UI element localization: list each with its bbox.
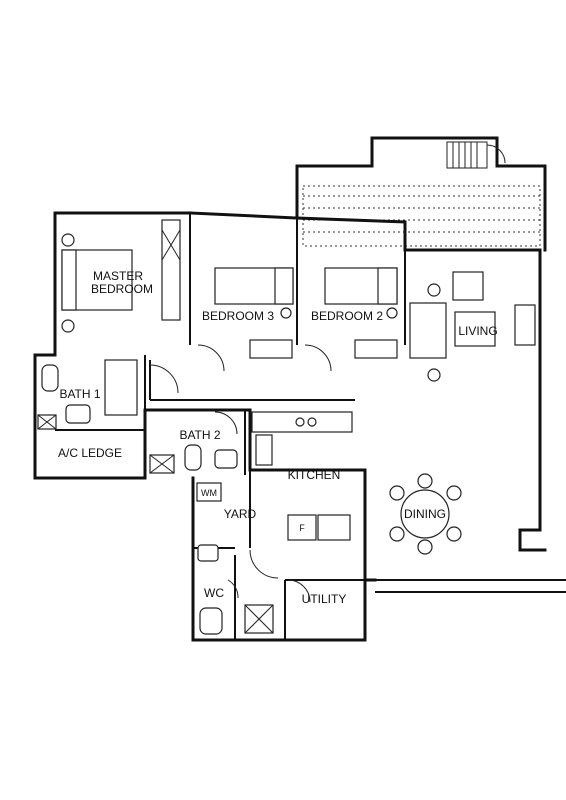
stair-icon — [446, 141, 506, 169]
room-label-yard: YARD — [224, 507, 257, 521]
coffee-table — [454, 311, 496, 347]
room-label-utility: UTILITY — [302, 592, 347, 606]
wc: WC — [197, 544, 274, 635]
balcony — [295, 136, 547, 252]
armchair — [452, 271, 484, 301]
wardrobe-3 — [249, 339, 293, 359]
room-label-dining: DINING — [404, 507, 446, 521]
bathtub — [104, 359, 138, 416]
dining-chair — [417, 539, 433, 555]
lamp-icon — [280, 307, 292, 319]
room-label-living: LIVING — [458, 324, 497, 338]
washing-machine — [196, 482, 222, 502]
dining-chair — [446, 485, 462, 501]
tv-console — [514, 304, 536, 346]
hob-icon — [295, 417, 305, 427]
toilet-icon — [199, 607, 223, 635]
room-label-bath-2: BATH 2 — [179, 428, 220, 442]
lamp-icon — [427, 283, 441, 297]
fridge-label: F — [299, 523, 305, 533]
room-label-kitchen: KITCHEN — [288, 468, 341, 482]
hob-icon — [307, 417, 317, 427]
bedroom-2: BEDROOM 2 — [304, 267, 398, 372]
dining-chair — [389, 526, 405, 542]
lamp-icon — [427, 368, 441, 382]
room-label-ac-ledge: A/C LEDGE — [58, 446, 122, 460]
toilet-icon — [184, 444, 202, 471]
bath-2: BATH 2 — [149, 411, 238, 474]
dining-table — [400, 489, 450, 539]
dining-chair — [417, 473, 433, 489]
wardrobe-2 — [354, 339, 398, 359]
room-label-master-bedroom-2: BEDROOM — [91, 282, 153, 296]
room-label-bedroom-3: BEDROOM 3 — [202, 309, 274, 323]
interior-walls — [55, 213, 406, 640]
outer-walls — [33, 211, 566, 642]
kitchen: F KITCHEN — [251, 411, 353, 541]
lamp-icon — [61, 319, 75, 333]
toilet-icon — [41, 364, 59, 392]
master-bedroom: MASTER BEDROOM — [61, 219, 181, 394]
wm-label: WM — [201, 488, 217, 498]
room-label-bedroom-2: BEDROOM 2 — [311, 309, 383, 323]
fridge — [287, 514, 317, 541]
balcony-grating — [302, 185, 541, 247]
lamp-icon — [61, 233, 75, 247]
room-label-bath-1: BATH 1 — [59, 387, 100, 401]
living-room: LIVING — [409, 271, 536, 382]
basin-icon — [197, 544, 219, 562]
sofa — [409, 302, 447, 359]
room-label-wc: WC — [204, 586, 224, 600]
bedroom-3: BEDROOM 3 — [197, 267, 294, 372]
room-label-master-bedroom: MASTER — [93, 269, 143, 283]
dining-chair — [389, 485, 405, 501]
dining-area: DINING — [389, 473, 462, 555]
yard: WM YARD — [196, 482, 279, 579]
basin-icon — [65, 404, 91, 424]
basin-icon — [214, 449, 238, 469]
bath-1: BATH 1 — [37, 359, 138, 430]
lamp-icon — [386, 307, 398, 319]
dining-chair — [446, 526, 462, 542]
wardrobe — [161, 219, 181, 321]
sink-icon — [255, 434, 273, 466]
utility: UTILITY — [287, 579, 347, 606]
